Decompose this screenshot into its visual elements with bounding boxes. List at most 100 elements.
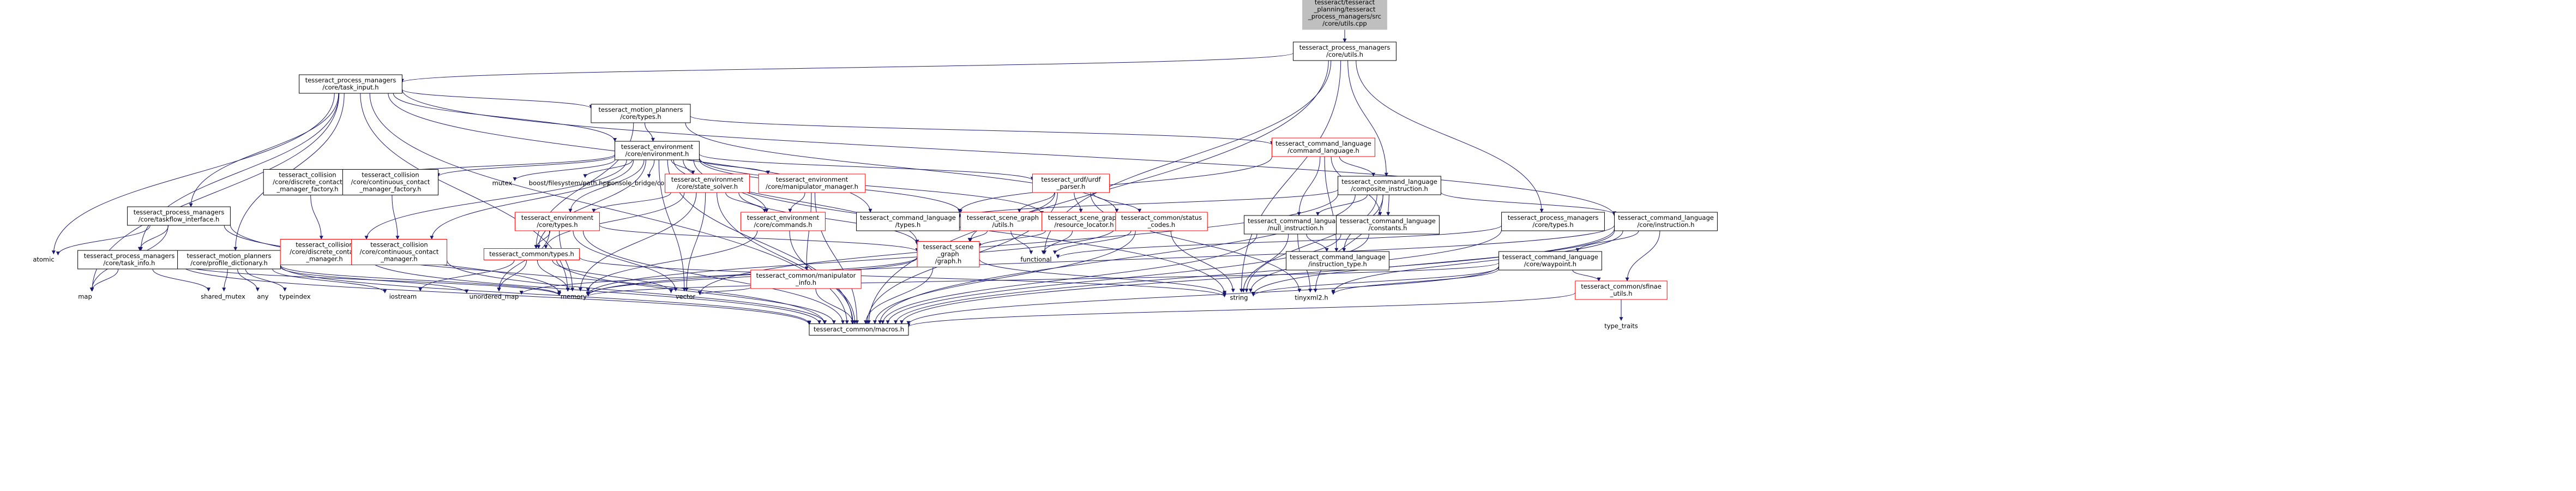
node-label: tesseract_common/manipulator: [756, 272, 856, 279]
graph-node-taskflow-iface-h[interactable]: tesseract_process_managers/core/taskflow…: [127, 206, 231, 226]
graph-node-typeindex: typeindex: [279, 293, 310, 301]
node-label: /instruction_type.h: [1308, 260, 1367, 268]
edge-profile-dict-h-to-memory: [280, 265, 561, 296]
edge-instruction-h-to-string: [1251, 230, 1615, 296]
node-label: tesseract_command_language: [1290, 253, 1386, 261]
graph-node-utils-h[interactable]: tesseract_process_managers/core/utils.h: [1293, 41, 1397, 61]
edge-env-h-to-ccm-factory-h: [436, 155, 616, 177]
graph-node-tinyxml2: tinyxml2.h: [1295, 294, 1328, 302]
graph-node-null-instruction-h[interactable]: tesseract_command_language/null_instruct…: [1244, 215, 1347, 235]
graph-node-env-types-h[interactable]: tesseract_environment/core/types.h: [515, 212, 600, 231]
edge-waypoint-h-to-macros-h: [906, 266, 1500, 325]
edge-env-types-h-to-macros-h: [582, 230, 845, 325]
node-box: [1614, 212, 1718, 231]
node-label: tesseract_process_managers: [1508, 214, 1599, 221]
node-box: [1302, 0, 1387, 30]
edge-urdf-parser-h-to-sg-resource-h: [1074, 192, 1083, 213]
edge-env-h-to-manip-manager-h: [699, 159, 770, 175]
edge-sfinae-h-to-macros-h: [906, 292, 1576, 328]
graph-node-root[interactable]: tesseract/tesseract_planning/tesseract_p…: [1302, 0, 1387, 30]
edge-mp-types-h-to-env-h: [645, 122, 655, 142]
node-box: [1575, 280, 1668, 300]
graph-node-sg-resource-h[interactable]: tesseract_scene_graph/resource_locator.h: [1042, 212, 1127, 231]
graph-node-constants-h[interactable]: tesseract_command_language/constants.h: [1336, 215, 1440, 235]
graph-node-env-commands-h[interactable]: tesseract_environment/core/commands.h: [741, 212, 826, 231]
graph-node-instruction-type-h[interactable]: tesseract_command_language/instruction_t…: [1286, 251, 1389, 271]
node-label: tesseract_motion_planners: [187, 252, 272, 260]
node-label: tesseract_environment: [521, 214, 594, 221]
node-label: tesseract_common/macros.h: [814, 326, 904, 333]
node-box: [1338, 176, 1441, 195]
graph-node-instruction-h[interactable]: tesseract_command_language/core/instruct…: [1614, 212, 1718, 231]
graph-node-ccm-factory-h[interactable]: tesseract_collision/core/continuous_cont…: [342, 169, 439, 195]
graph-node-env-h[interactable]: tesseract_environment/core/environment.h: [615, 141, 700, 160]
edge-ccm-h-to-macros-h: [447, 260, 827, 325]
edge-waypoint-h-to-string: [1251, 267, 1500, 297]
graph-node-dcm-factory-h[interactable]: tesseract_collision/core/discrete_contac…: [263, 169, 352, 195]
edge-profile-dict-h-to-shared-mutex: [222, 268, 228, 292]
node-label: tesseract_command_language: [1341, 178, 1437, 185]
edge-profile-dict-h-to-typeindex: [245, 268, 287, 292]
graph-node-manip-manager-h[interactable]: tesseract_environment/core/manipulator_m…: [758, 173, 866, 193]
edge-sg-graph-h-to-macros-h: [863, 267, 934, 325]
edge-manip-manager-h-to-manip-info-h: [804, 192, 812, 271]
graph-node-state-solver-h[interactable]: tesseract_environment/core/state_solver.…: [665, 173, 750, 193]
node-label: /null_instruction.h: [1268, 224, 1324, 232]
edge-common-types-h-to-iostream: [418, 260, 515, 292]
graph-node-macros-h[interactable]: tesseract_common/macros.h: [809, 324, 909, 336]
node-box: [1336, 215, 1440, 235]
graph-node-status-codes-h[interactable]: tesseract_common/status_codes.h: [1115, 212, 1208, 231]
edge-status-codes-h-to-functional: [1053, 230, 1131, 255]
graph-node-composite-instruction-h[interactable]: tesseract_command_language/composite_ins…: [1338, 176, 1441, 195]
graph-node-cl-types-h[interactable]: tesseract_command_language/types.h: [856, 212, 960, 231]
graph-node-waypoint-h[interactable]: tesseract_command_language/core/waypoint…: [1498, 251, 1602, 271]
edge-sg-resource-h-to-functional: [1041, 230, 1073, 255]
edge-cl-command-language-h-to-null-instruction-h: [1297, 156, 1321, 216]
edge-common-types-h-to-vector: [552, 260, 673, 294]
node-label: tesseract_collision: [370, 241, 428, 249]
graph-node-mp-types-h[interactable]: tesseract_motion_planners/core/types.h: [591, 104, 691, 123]
edge-cl-command-language-h-to-instruction-type-h: [1324, 156, 1339, 252]
edge-task-input-h-to-instruction-h: [401, 89, 1616, 217]
graph-node-common-types-h[interactable]: tesseract_common/types.h: [483, 248, 580, 260]
node-label: /core/task_info.h: [104, 259, 155, 267]
edge-mp-types-h-to-cl-command-language-h: [690, 116, 1274, 146]
graph-node-task-input-h[interactable]: tesseract_process_managers/core/task_inp…: [299, 74, 402, 94]
edge-composite-instruction-h-to-tinyxml2: [1313, 194, 1383, 293]
node-box: [960, 212, 1045, 231]
edge-task-input-h-to-mp-types-h: [401, 89, 593, 109]
edge-composite-instruction-h-to-string: [1244, 194, 1377, 293]
edge-task-info-h-to-macros-h: [180, 264, 811, 325]
graph-node-sfinae-h[interactable]: tesseract_common/sfinae_utils.h: [1575, 280, 1668, 300]
edge-state-solver-h-to-memory: [578, 192, 697, 292]
node-label: tesseract_command_language: [1618, 214, 1714, 221]
graph-node-pm-types-h[interactable]: tesseract_process_managers/core/types.h: [1501, 212, 1605, 231]
node-label: atomic: [33, 256, 54, 264]
node-label: /core/continuous_contact: [360, 248, 439, 256]
graph-node-manip-info-h[interactable]: tesseract_common/manipulator_info.h: [750, 270, 862, 289]
edge-state-solver-h-to-macros-h: [717, 192, 855, 325]
node-label: tesseract_environment: [671, 176, 744, 183]
node-box: [1272, 137, 1375, 157]
graph-node-profile-dict-h[interactable]: tesseract_motion_planners/core/profile_d…: [177, 250, 281, 270]
node-label: /constants.h: [1369, 224, 1407, 232]
node-label: /core/commands.h: [754, 221, 812, 229]
edge-state-solver-h-to-env-types-h: [592, 192, 671, 213]
edge-pm-types-h-to-functional: [1056, 225, 1502, 259]
edge-state-solver-h-to-sg-graph-h: [738, 192, 919, 246]
graph-node-cl-command-language-h[interactable]: tesseract_command_language/command_langu…: [1272, 137, 1375, 157]
node-label: /core/types.h: [1532, 221, 1573, 229]
node-label: /core/discrete_contact: [290, 248, 359, 256]
graph-node-sg-utils-h[interactable]: tesseract_scene_graph/utils.h: [960, 212, 1045, 231]
graph-node-type-traits: type_traits: [1604, 322, 1638, 330]
graph-node-task-info-h[interactable]: tesseract_process_managers/core/task_inf…: [77, 250, 181, 270]
edge-mp-types-h-to-status-codes-h: [685, 122, 1119, 213]
graph-node-sg-graph-h[interactable]: tesseract_scene_graph/graph.h: [917, 241, 980, 267]
node-label: _parser.h: [1056, 183, 1086, 190]
node-label: vector: [676, 293, 696, 301]
graph-node-urdf-parser-h[interactable]: tesseract_urdf/urdf_parser.h: [1032, 173, 1110, 193]
graph-node-ccm-h[interactable]: tesseract_collision/core/continuous_cont…: [351, 239, 448, 265]
node-label: tesseract_common/sfinae: [1581, 283, 1662, 290]
node-box: [856, 212, 960, 231]
node-box: [483, 248, 580, 260]
